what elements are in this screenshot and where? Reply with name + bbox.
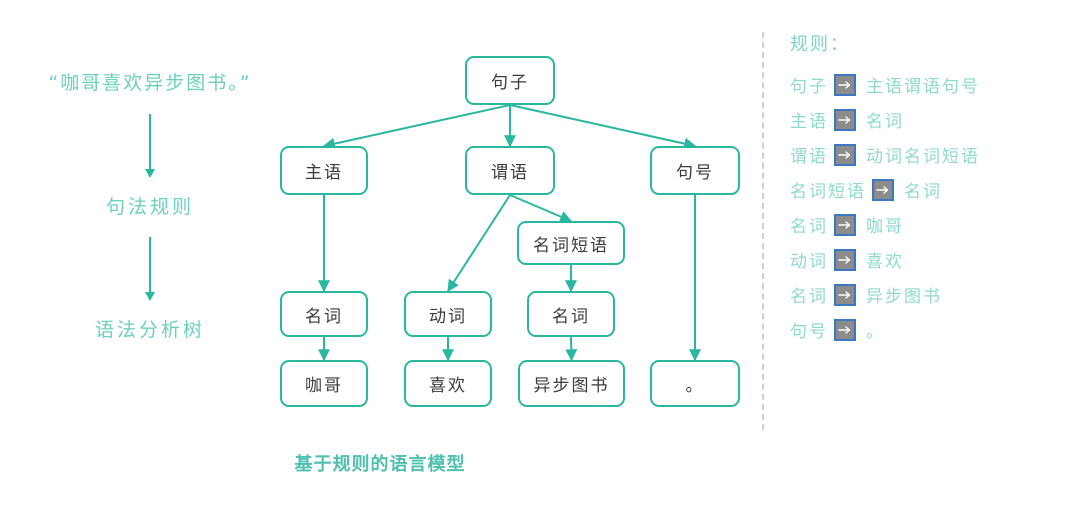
rule-rhs: 喜欢 bbox=[866, 252, 904, 272]
rule-arrow-icon bbox=[834, 248, 856, 271]
tree-edge-sentence-to-period-tag bbox=[509, 104, 697, 150]
tree-node-noun-phrase: 名词短语 bbox=[517, 221, 625, 265]
tree-node-noun-2: 名词 bbox=[527, 291, 615, 337]
rule-rhs: 异步图书 bbox=[866, 287, 942, 307]
rule-arrow-icon bbox=[834, 143, 856, 166]
rule-row: 名词短语 名词 bbox=[790, 172, 1070, 207]
rule-rhs: 名词 bbox=[866, 112, 904, 132]
figure-caption: 基于规则的语言模型 bbox=[294, 454, 466, 474]
tree-node-word-4: 。 bbox=[650, 360, 740, 407]
rules-list: 句子主语谓语句号主语名词谓语动词名词短语名词短语名词名词咖哥动词喜欢名词异步图书… bbox=[790, 67, 1070, 347]
rule-lhs: 名词 bbox=[790, 217, 828, 237]
rule-row: 名词 咖哥 bbox=[790, 207, 1070, 242]
parse-tree: 句子主语 谓语 句号名词短语名词动词名词咖哥喜欢异步图书。 bbox=[280, 56, 740, 407]
rule-row: 动词 喜欢 bbox=[790, 242, 1070, 277]
rule-rhs: 名词 bbox=[904, 182, 942, 202]
vertical-divider bbox=[762, 32, 764, 430]
tree-edge-predicate-to-noun-phrase bbox=[509, 194, 573, 223]
rule-rhs: 主语谓语句号 bbox=[866, 77, 980, 97]
tree-node-word-1: 咖哥 bbox=[280, 360, 368, 407]
stage-label-parse-tree: 语法分析树 bbox=[94, 319, 205, 341]
pipeline-arrow-1 bbox=[145, 114, 155, 178]
rule-lhs: 名词短语 bbox=[790, 182, 866, 202]
tree-edge-layer bbox=[318, 104, 701, 362]
rule-row: 句号 。 bbox=[790, 312, 1070, 347]
stage-label-syntax-rules: 句法规则 bbox=[105, 196, 194, 218]
rule-lhs: 主语 bbox=[790, 112, 828, 132]
rule-arrow-icon bbox=[834, 73, 856, 96]
rule-lhs: 句号 bbox=[790, 322, 828, 342]
tree-node-predicate: 谓语 bbox=[465, 146, 555, 195]
tree-node-sentence: 句子 bbox=[465, 56, 555, 105]
tree-edge-noun-2-to-word-3 bbox=[565, 336, 578, 362]
tree-node-verb: 动词 bbox=[404, 291, 492, 337]
rule-rhs: 动词名词短语 bbox=[866, 147, 980, 167]
rule-rhs: 咖哥 bbox=[866, 217, 904, 237]
rules-panel-title: 规则： bbox=[790, 34, 850, 55]
rule-lhs: 谓语 bbox=[790, 147, 828, 167]
rule-arrow-icon bbox=[834, 318, 856, 341]
rule-arrow-icon bbox=[834, 283, 856, 306]
rule-arrow-icon bbox=[834, 213, 856, 236]
tree-edge-predicate-to-verb bbox=[447, 194, 511, 293]
input-sentence: “咖哥喜欢异步图书。” bbox=[48, 72, 252, 94]
pipeline-arrow-2 bbox=[145, 237, 155, 301]
rule-arrow-icon bbox=[834, 108, 856, 131]
rule-lhs: 名词 bbox=[790, 287, 828, 307]
rule-arrow-icon bbox=[872, 178, 894, 201]
rule-row: 谓语 动词名词短语 bbox=[790, 137, 1070, 172]
tree-node-word-3: 异步图书 bbox=[518, 360, 625, 407]
rule-lhs: 动词 bbox=[790, 252, 828, 272]
tree-edge-sentence-to-subject bbox=[322, 104, 511, 150]
tree-node-noun-1: 名词 bbox=[280, 291, 368, 337]
rule-row: 名词 异步图书 bbox=[790, 277, 1070, 312]
tree-node-subject: 主语 bbox=[280, 146, 368, 195]
rules-panel: 规则： 句子主语谓语句号主语名词谓语动词名词短语名词短语名词名词咖哥动词喜欢名词… bbox=[790, 30, 1070, 347]
rule-row: 主语 名词 bbox=[790, 102, 1070, 137]
tree-node-word-2: 喜欢 bbox=[404, 360, 492, 407]
rule-rhs: 。 bbox=[866, 322, 885, 342]
rule-row: 句子 主语谓语句号 bbox=[790, 67, 1070, 102]
tree-node-period-tag: 句号 bbox=[650, 146, 740, 195]
pipeline-column: “咖哥喜欢异步图书。” 句法规则 语法分析树 bbox=[0, 70, 300, 342]
rule-lhs: 句子 bbox=[790, 77, 828, 97]
